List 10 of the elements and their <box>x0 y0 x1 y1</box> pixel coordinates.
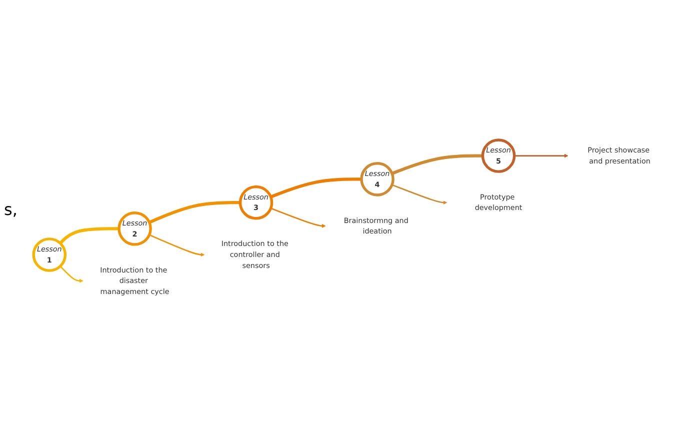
arrow <box>514 154 568 158</box>
arrow <box>270 208 326 228</box>
note-text: s, <box>4 200 18 219</box>
connector <box>391 154 483 175</box>
connector <box>270 178 362 198</box>
connector <box>59 227 119 244</box>
connector <box>148 201 240 224</box>
arrow <box>392 184 448 205</box>
arrow <box>149 234 205 257</box>
arrow <box>60 266 84 283</box>
